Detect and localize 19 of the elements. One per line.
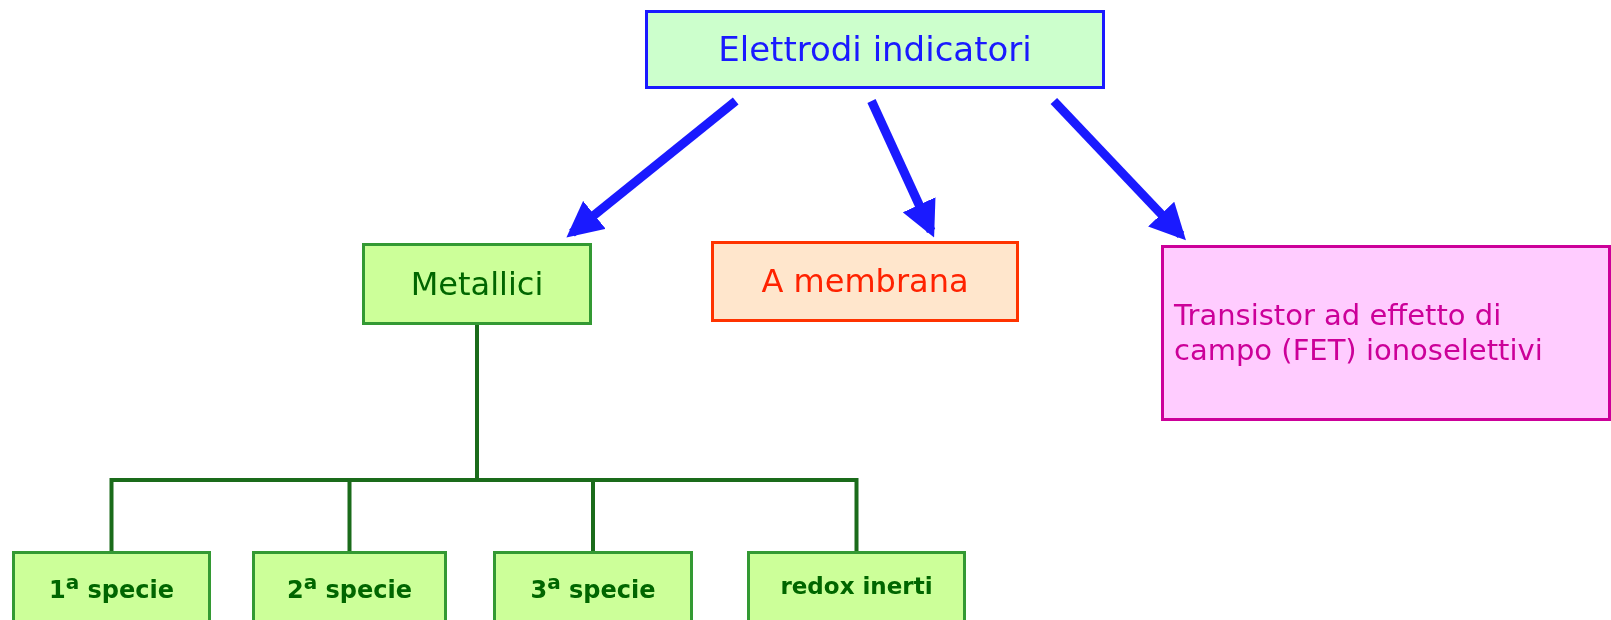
arrow xyxy=(1050,97,1186,241)
category-box xyxy=(747,551,966,620)
node-label: Elettrodi indicatori xyxy=(718,29,1032,70)
node-label: Metallici xyxy=(410,264,544,304)
category-box xyxy=(1161,245,1611,421)
node-label: A membrana xyxy=(761,262,969,301)
node-label: redox inerti xyxy=(780,573,933,601)
node-label: 3$^{a}$ specie xyxy=(530,569,656,605)
category-box xyxy=(362,243,592,325)
arrow xyxy=(566,97,739,238)
node-label: 2$^{a}$ specie xyxy=(287,569,412,605)
category-box xyxy=(252,551,447,620)
node-label: 1$^{a}$ specie xyxy=(49,569,174,605)
category-box xyxy=(711,241,1019,322)
category-box xyxy=(493,551,693,620)
arrow xyxy=(867,99,936,238)
category-box xyxy=(12,551,211,620)
node-label: Transistor ad effetto di campo (FET) ionoselettivi xyxy=(1174,298,1544,368)
root-box xyxy=(645,10,1105,89)
